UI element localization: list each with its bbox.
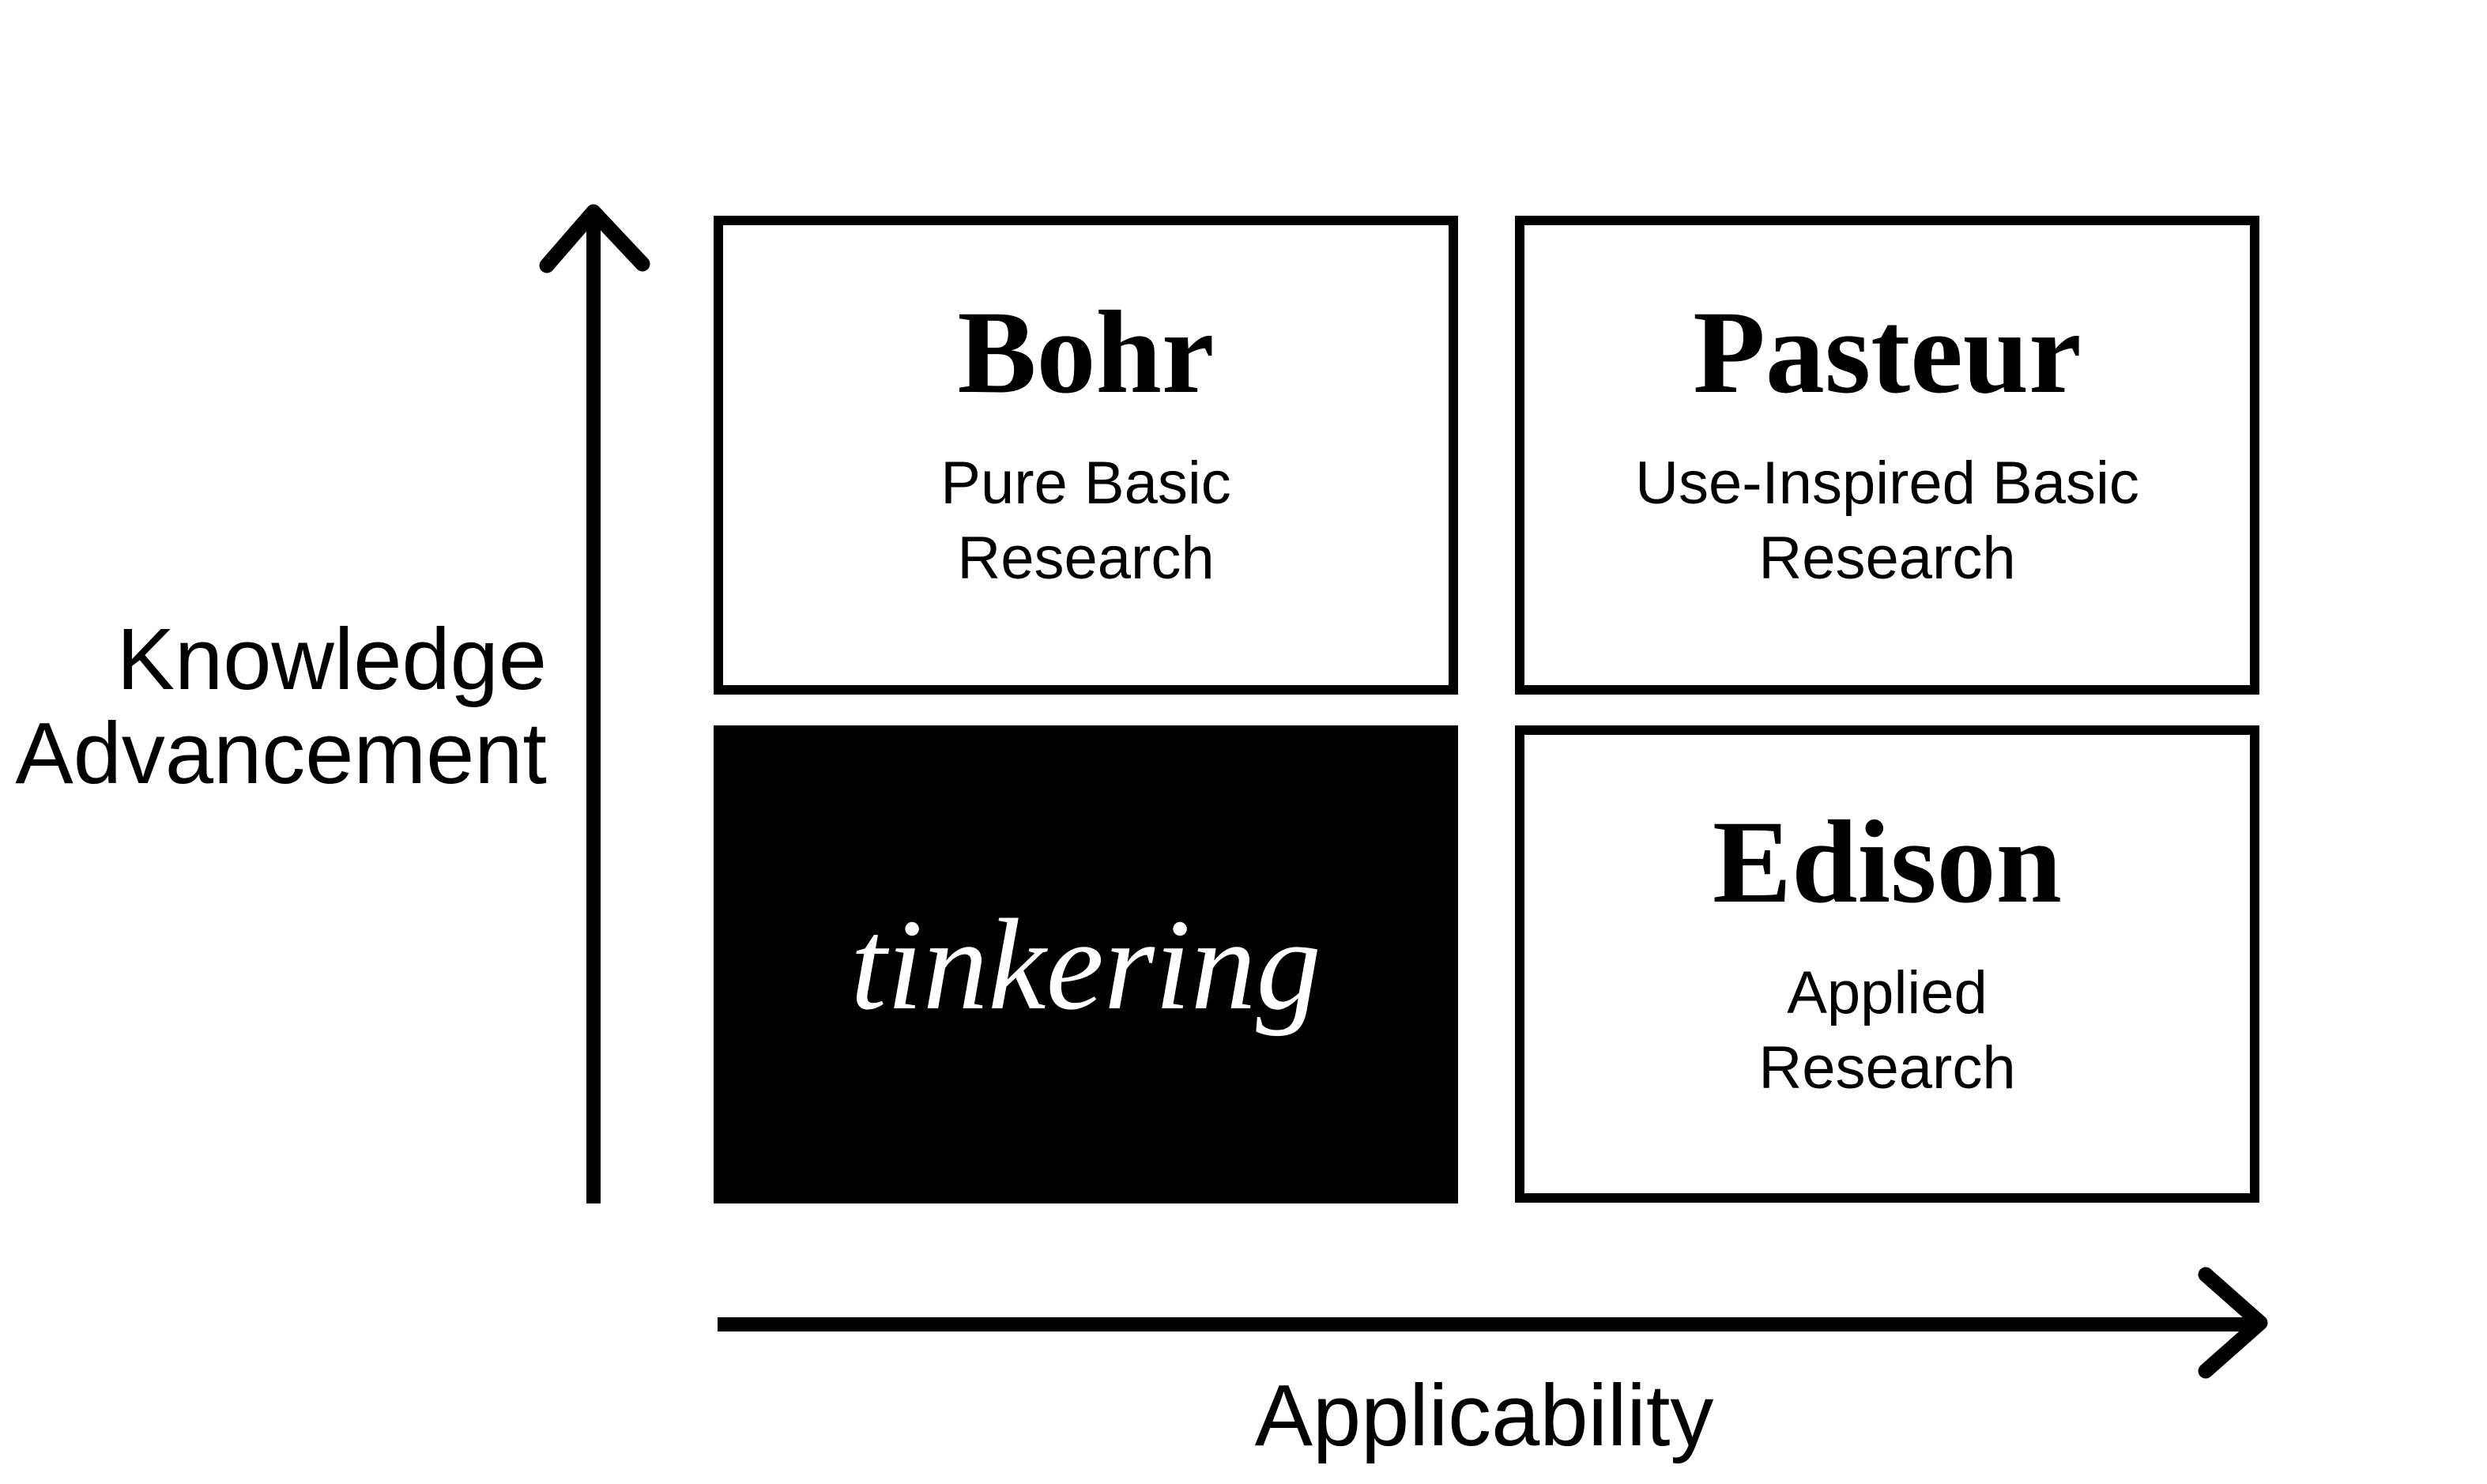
quadrant-tinkering: tinkering — [714, 725, 1458, 1203]
quadrant-pasteur-subtitle-line2: Research — [1758, 525, 2016, 592]
quadrant-bohr-subtitle: Pure Basic Research — [940, 446, 1231, 596]
quadrant-bohr-subtitle-line1: Pure Basic — [940, 450, 1231, 517]
quadrant-pasteur-subtitle: Use-Inspired Basic Research — [1635, 446, 2139, 596]
quadrant-pasteur: Pasteur Use-Inspired Basic Research — [1515, 216, 2259, 695]
y-axis-label-line2: Advancement — [15, 705, 547, 802]
quadrant-pasteur-title: Pasteur — [1693, 287, 2082, 418]
quadrant-edison: Edison Applied Research — [1515, 725, 2259, 1203]
quadrant-bohr: Bohr Pure Basic Research — [714, 216, 1458, 695]
quadrant-edison-subtitle-line1: Applied — [1787, 959, 1988, 1026]
quadrant-bohr-title: Bohr — [957, 287, 1215, 418]
y-axis-arrow-icon — [539, 204, 650, 1203]
quadrant-edison-subtitle-line2: Research — [1758, 1034, 2016, 1102]
quadrant-pasteur-subtitle-line1: Use-Inspired Basic — [1635, 450, 2139, 517]
x-axis-label: Applicability — [1254, 1367, 1714, 1464]
x-axis-arrow-icon — [718, 1267, 2268, 1379]
quadrant-bohr-subtitle-line2: Research — [957, 525, 1215, 592]
y-axis-label: Knowledge Advancement — [0, 612, 547, 800]
quadrant-edison-subtitle: Applied Research — [1758, 955, 2015, 1105]
quadrant-edison-title: Edison — [1713, 797, 2062, 928]
y-axis-label-line1: Knowledge — [116, 611, 547, 708]
quadrant-tinkering-label: tinkering — [850, 892, 1321, 1037]
